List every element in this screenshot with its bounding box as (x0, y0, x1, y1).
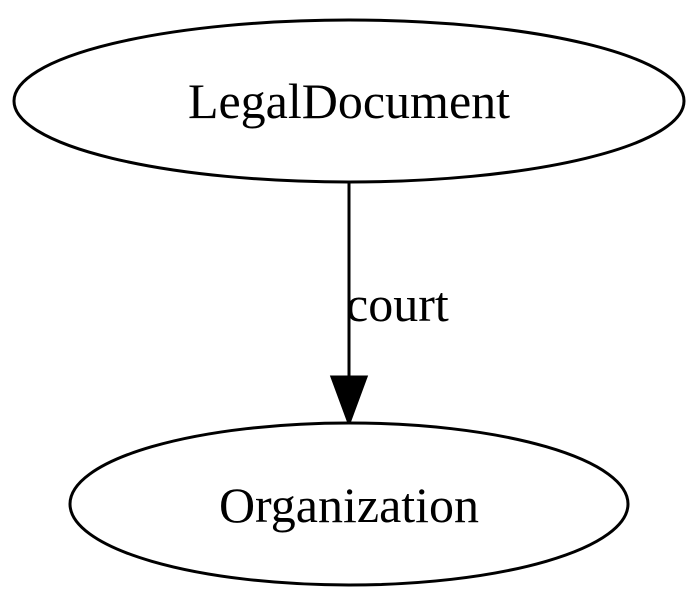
node-organization-shape (68, 421, 630, 587)
node-organization[interactable]: Organization (68, 421, 630, 587)
edge-court-label: court (346, 276, 449, 332)
edge-court: court (329, 182, 449, 428)
node-legal-document-label: LegalDocument (188, 73, 510, 129)
edge-court-arrowhead (329, 375, 369, 428)
node-legal-document[interactable]: LegalDocument (12, 18, 686, 184)
node-organization-label: Organization (219, 477, 479, 533)
